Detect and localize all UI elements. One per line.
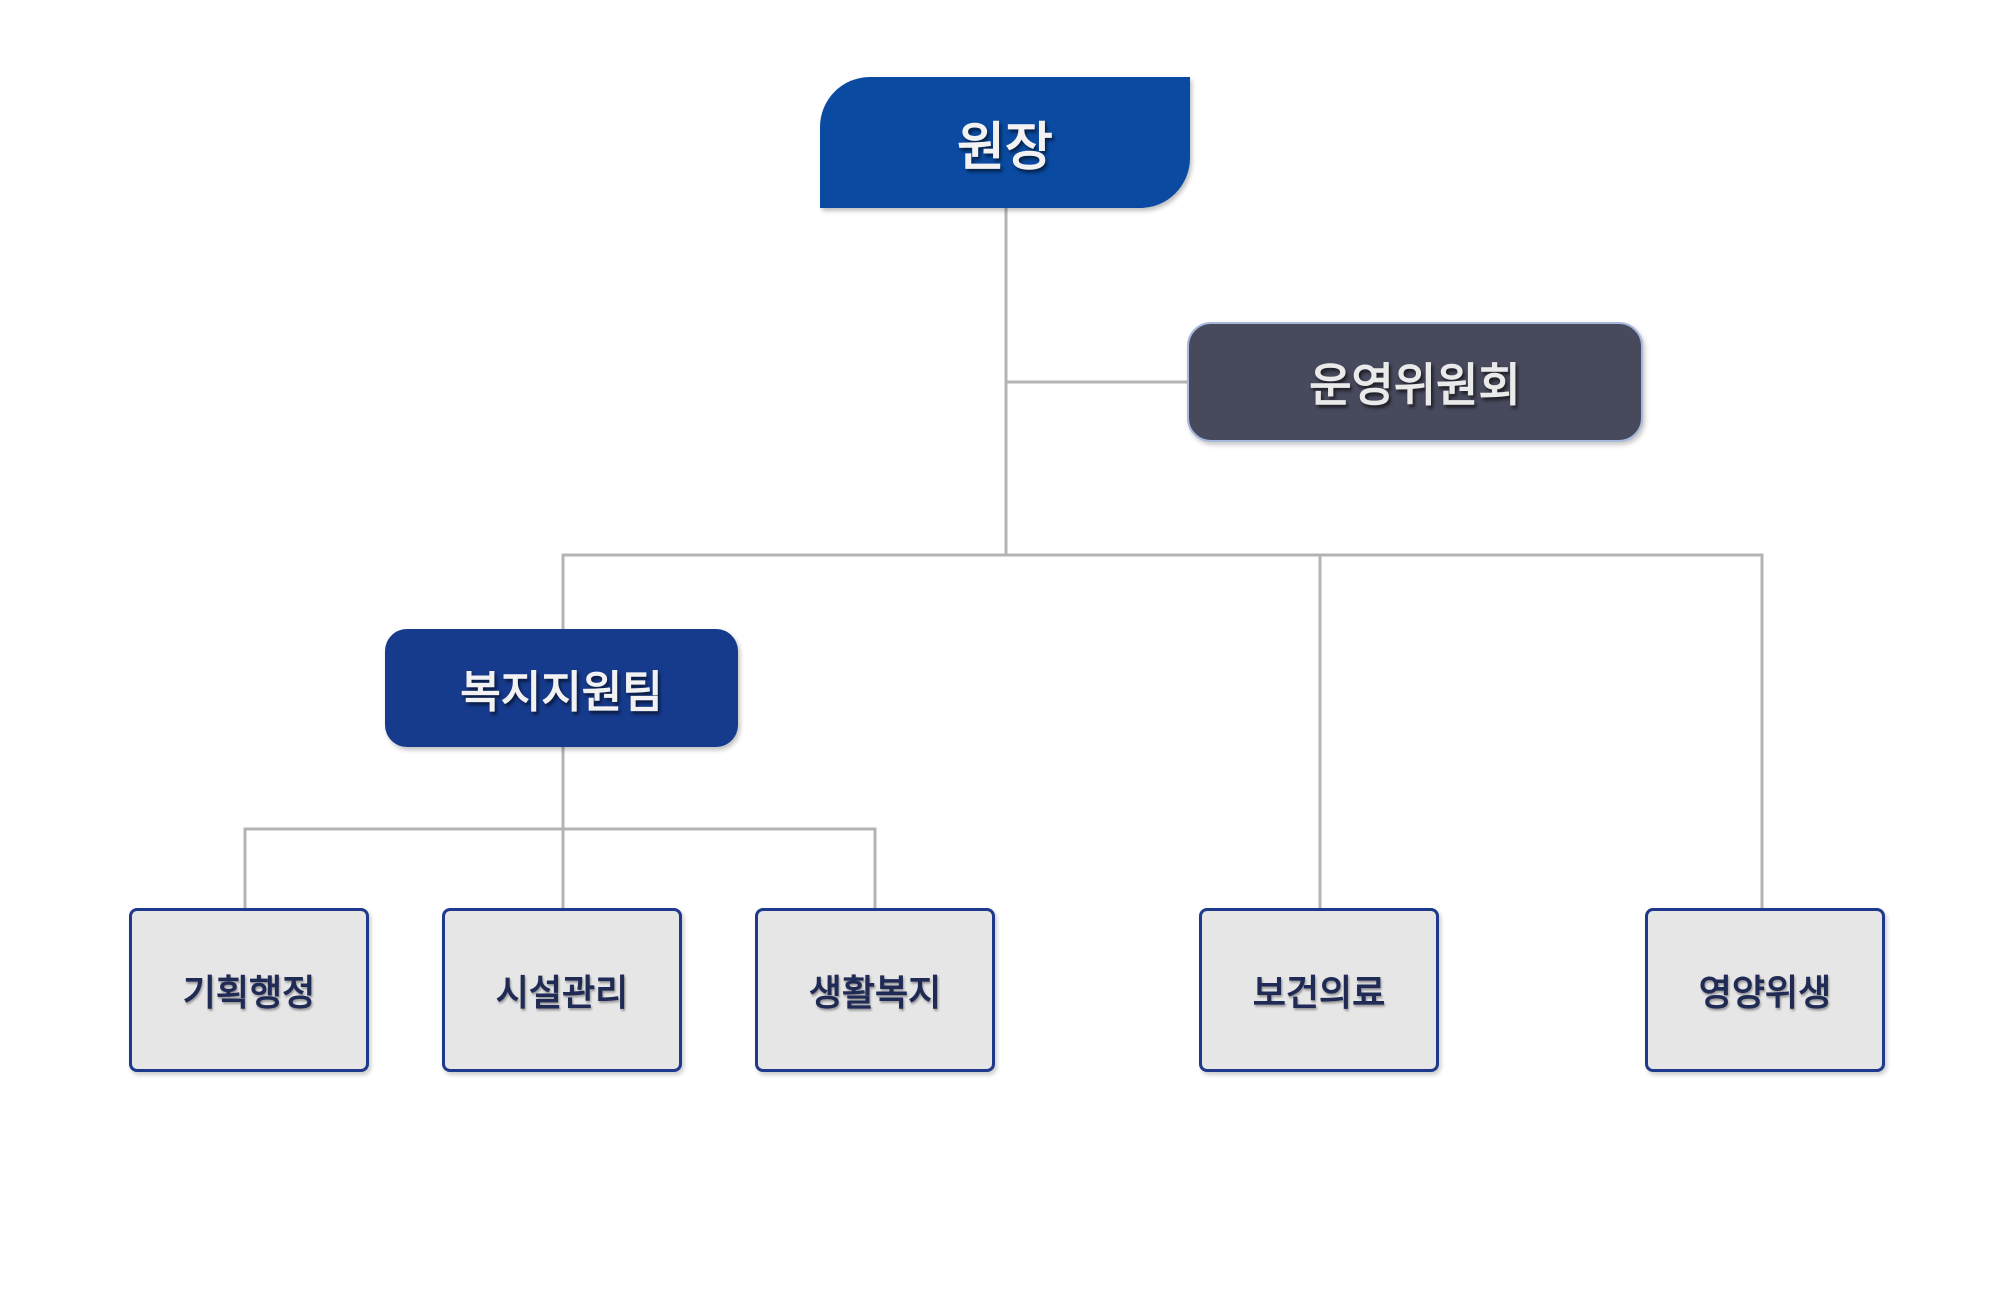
node-living-welfare: 생활복지 <box>755 908 995 1072</box>
node-welfare-team: 복지지원팀 <box>385 629 738 747</box>
node-nutrition-hygiene-label: 영양위생 <box>1698 972 1832 1014</box>
node-health-medical: 보건의료 <box>1199 908 1439 1072</box>
node-planning-admin: 기획행정 <box>129 908 369 1072</box>
node-facility-management: 시설관리 <box>442 908 682 1072</box>
node-planning-admin-label: 기획행정 <box>182 972 316 1014</box>
node-director-label: 원장 <box>957 117 1053 178</box>
node-committee-label: 운영위원회 <box>1309 358 1521 412</box>
node-director: 원장 <box>820 77 1190 208</box>
node-committee: 운영위원회 <box>1187 322 1643 442</box>
node-health-medical-label: 보건의료 <box>1252 972 1386 1014</box>
node-welfare-team-label: 복지지원팀 <box>460 667 663 718</box>
node-nutrition-hygiene: 영양위생 <box>1645 908 1885 1072</box>
node-facility-management-label: 시설관리 <box>495 972 629 1014</box>
node-living-welfare-label: 생활복지 <box>808 972 942 1014</box>
